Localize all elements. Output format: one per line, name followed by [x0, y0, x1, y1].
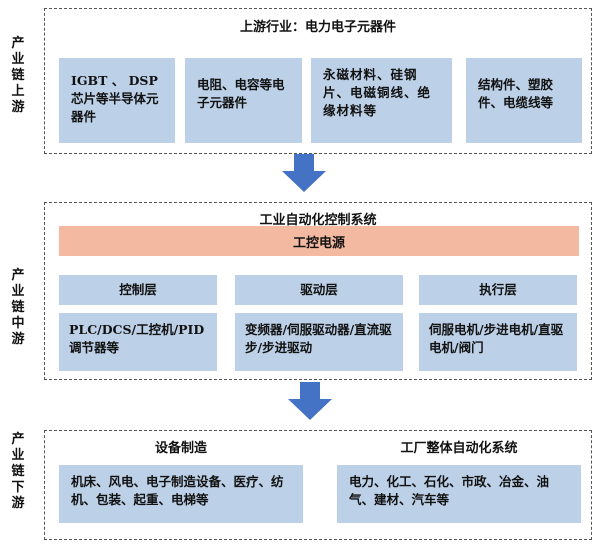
layer-drive-header: 驱动层: [235, 275, 403, 305]
layer-drive-name: 驱动层: [300, 282, 338, 297]
down-arrow-icon: [282, 154, 326, 192]
layer-execution-header: 执行层: [419, 275, 577, 305]
upstream-box-electronic-text: 电阻、电容等电子元器件: [197, 77, 285, 110]
power-supply-bar: 工控电源: [59, 226, 579, 256]
upstream-box-materials: 永磁材料、硅钢片、电磁铜线、绝缘材料等: [311, 58, 452, 143]
layer-execution-name: 执行层: [479, 282, 517, 297]
downstream-box-factory: 电力、化工、石化、市政、冶金、油气、建材、汽车等: [337, 465, 581, 523]
upstream-side-label: 产业链上游: [11, 36, 25, 115]
downstream-section: 设备制造 工厂整体自动化系统 机床、风电、电子制造设备、医疗、纺机、包装、起重、…: [44, 430, 592, 540]
upstream-box-electronic: 电阻、电容等电子元器件: [185, 58, 302, 143]
midstream-section: 工业自动化控制系统 工控电源 控制层 驱动层 执行层 PLC/DCS/工控机/P…: [44, 202, 592, 380]
downstream-box-factory-text: 电力、化工、石化、市政、冶金、油气、建材、汽车等: [349, 474, 550, 507]
layer-control-name: 控制层: [119, 282, 157, 297]
layer-control-desc-text: PLC/DCS/工控机/PID调节器等: [69, 322, 205, 355]
layer-execution-desc-text: 伺服电机/步进电机/直驱电机/阀门: [429, 322, 564, 355]
layer-drive-desc-text: 变频器/伺服驱动器/直流驱步/步进驱动: [245, 322, 392, 355]
layer-control-header: 控制层: [59, 275, 217, 305]
downstream-box-equipment-text: 机床、风电、电子制造设备、医疗、纺机、包装、起重、电梯等: [71, 474, 284, 507]
power-supply-label: 工控电源: [292, 235, 345, 251]
upstream-box-materials-text: 永磁材料、硅钢片、电磁铜线、绝缘材料等: [323, 67, 432, 118]
upstream-box-semiconductor-text: IGBT 、 DSP芯片等半导体元器件: [71, 73, 159, 124]
downstream-side-label: 产业链下游: [11, 432, 25, 511]
layer-control-desc: PLC/DCS/工控机/PID调节器等: [59, 313, 217, 371]
downstream-title-factory: 工厂整体自动化系统: [400, 441, 518, 456]
upstream-box-structural: 结构件、塑胶件、电缆线等: [466, 58, 582, 143]
upstream-box-structural-text: 结构件、塑胶件、电缆线等: [478, 77, 554, 110]
layer-drive-desc: 变频器/伺服驱动器/直流驱步/步进驱动: [235, 313, 403, 371]
midstream-title: 工业自动化控制系统: [259, 213, 377, 228]
layer-execution-desc: 伺服电机/步进电机/直驱电机/阀门: [419, 313, 577, 371]
upstream-title: 上游行业：电力电子元器件: [239, 20, 396, 35]
downstream-box-equipment: 机床、风电、电子制造设备、医疗、纺机、包装、起重、电梯等: [59, 465, 303, 523]
midstream-side-label: 产业链中游: [11, 268, 25, 347]
downstream-title-equipment: 设备制造: [154, 441, 207, 456]
down-arrow-icon: [288, 382, 332, 420]
upstream-box-semiconductor: IGBT 、 DSP芯片等半导体元器件: [59, 58, 175, 143]
upstream-section: 上游行业：电力电子元器件 IGBT 、 DSP芯片等半导体元器件 电阻、电容等电…: [44, 8, 592, 154]
